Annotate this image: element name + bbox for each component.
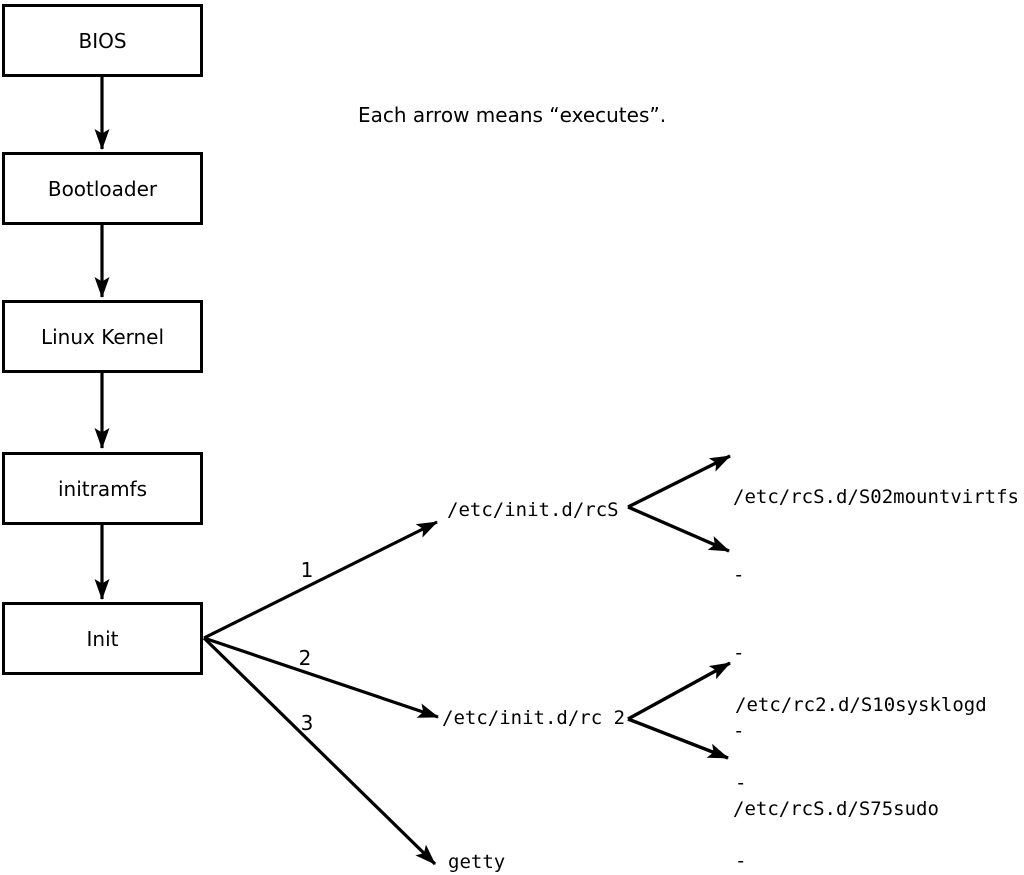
box-linux-kernel-label: Linux Kernel bbox=[40, 324, 165, 349]
box-init-label: Init bbox=[86, 626, 119, 651]
target-getty: getty bbox=[448, 851, 506, 873]
diagram-note: Each arrow means “executes”. bbox=[358, 103, 667, 127]
arrow-rcS-to-first-script bbox=[627, 454, 731, 509]
rcS-script-item: /etc/rcS.d/S02mountvirtfs bbox=[733, 486, 1019, 508]
rc2-script-item: - bbox=[735, 772, 747, 794]
branch-label-1: 1 bbox=[300, 558, 314, 582]
arrow-init-to-rc2 bbox=[203, 636, 439, 719]
rcS-script-item: /etc/rcS.d/S75sudo bbox=[733, 798, 939, 820]
rcS-script-item: - bbox=[733, 720, 745, 742]
box-linux-kernel: Linux Kernel bbox=[2, 300, 203, 373]
arrow-rc2-to-first-script bbox=[627, 661, 731, 721]
target-rcS: /etc/init.d/rcS bbox=[447, 499, 619, 521]
rcS-script-item: - bbox=[733, 642, 745, 664]
rcS-script-item: - bbox=[733, 564, 745, 586]
target-rc2: /etc/init.d/rc 2 bbox=[442, 707, 626, 729]
rcS-script-list: /etc/rcS.d/S02mountvirtfs - - - /etc/rcS… bbox=[733, 432, 1019, 874]
rc2-script-item: - bbox=[735, 850, 747, 872]
rc2-script-item: /etc/rc2.d/S10sysklogd bbox=[735, 694, 987, 716]
box-bootloader: Bootloader bbox=[2, 152, 203, 225]
branch-label-3: 3 bbox=[300, 711, 314, 735]
arrow-rc2-to-last-script bbox=[627, 717, 729, 760]
arrow-rcS-to-last-script bbox=[627, 505, 730, 553]
arrow-init-to-getty bbox=[202, 636, 437, 866]
box-init: Init bbox=[2, 602, 203, 675]
rc2-script-list: /etc/rc2.d/S10sysklogd - - - /etc/rc2.d/… bbox=[735, 640, 987, 875]
arrow-init-to-rcS bbox=[203, 520, 438, 640]
branch-label-2: 2 bbox=[298, 646, 312, 670]
box-initramfs: initramfs bbox=[2, 452, 203, 525]
box-bootloader-label: Bootloader bbox=[47, 176, 158, 201]
box-bios: BIOS bbox=[2, 4, 203, 77]
box-initramfs-label: initramfs bbox=[57, 476, 148, 501]
box-bios-label: BIOS bbox=[78, 28, 127, 53]
